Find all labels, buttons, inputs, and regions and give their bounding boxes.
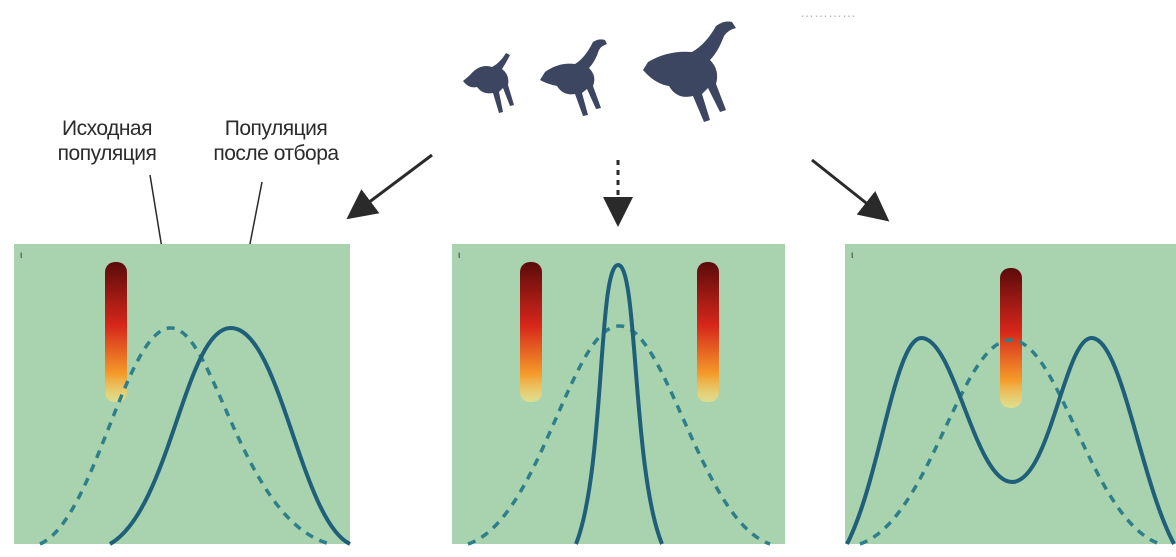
svg-text:ι: ι bbox=[851, 250, 853, 261]
selection-pressure-arrow bbox=[105, 262, 127, 402]
svg-text:ι: ι bbox=[458, 250, 460, 261]
panel-directional: ι bbox=[14, 244, 350, 544]
selection-pressure-arrow bbox=[1000, 268, 1022, 408]
dinosaur-icon bbox=[463, 53, 514, 113]
dinosaur-icon bbox=[540, 39, 607, 116]
arrow-icon bbox=[356, 155, 432, 212]
selection-pressure-arrow bbox=[697, 262, 719, 402]
arrow-icon bbox=[812, 160, 880, 214]
panel-stabilizing: ι bbox=[452, 244, 785, 544]
selection-pressure-arrow bbox=[520, 262, 542, 402]
dinosaur-icon bbox=[643, 22, 736, 123]
svg-text:ι: ι bbox=[20, 250, 22, 261]
panel-disruptive: ι bbox=[845, 244, 1176, 544]
